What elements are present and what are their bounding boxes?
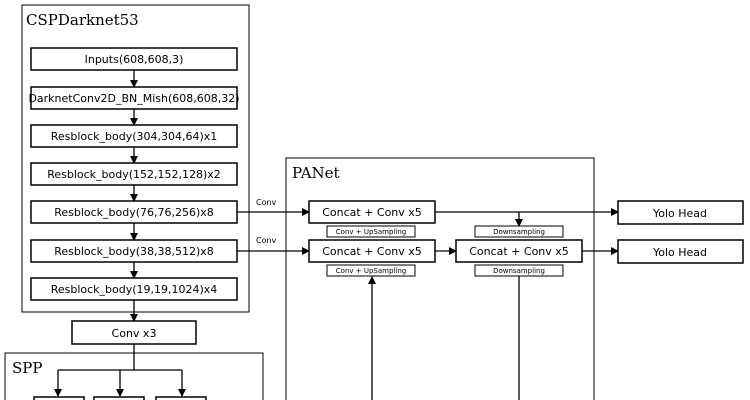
resblock-304-label: Resblock_body(304,304,64)x1 — [51, 130, 218, 143]
tag-upsample-top-label: Conv + UpSampling — [336, 228, 406, 236]
conv-link-label-top: Conv — [256, 198, 277, 207]
spp-pool-box-center — [93, 396, 145, 400]
conv-link-label-mid: Conv — [256, 236, 277, 245]
backbone-panel-title: CSPDarknet53 — [26, 11, 139, 29]
tag-upsample-top — [326, 225, 416, 238]
resblock-76-label: Resblock_body(76,76,256)x8 — [54, 206, 214, 219]
resblock-19-label: Resblock_body(19,19,1024)x4 — [51, 283, 218, 296]
yolo-head-mid — [617, 239, 744, 264]
panet-panel-title: PANet — [292, 164, 340, 182]
yolo-head-top — [617, 200, 744, 225]
resblock-152-label: Resblock_body(152,152,128)x2 — [47, 168, 221, 181]
panet-concat-right-label: Concat + Conv x5 — [469, 245, 569, 258]
spp-pool-box-left — [33, 396, 85, 400]
conv-x3-label: Conv x3 — [112, 327, 157, 340]
spp-panel-title: SPP — [12, 359, 42, 377]
panet-concat-mid-label: Concat + Conv x5 — [322, 245, 422, 258]
darknetconv-label: DarknetConv2D_BN_Mish(608,608,32) — [28, 92, 239, 105]
panet-panel — [285, 157, 595, 400]
tag-downsample-top-label: Downsampling — [493, 228, 545, 236]
yolo-head-mid-label: Yolo Head — [652, 246, 707, 259]
resblock-38-label: Resblock_body(38,38,512)x8 — [54, 245, 214, 258]
yolo-head-top-label: Yolo Head — [652, 207, 707, 220]
tag-downsample-bottom-label: Downsampling — [493, 267, 545, 275]
panet-concat-top-label: Concat + Conv x5 — [322, 206, 422, 219]
tag-upsample-bottom-label: Conv + UpSampling — [336, 267, 406, 275]
spp-pool-box-right — [155, 396, 207, 400]
backbone-panel — [21, 4, 250, 313]
inputs-label: Inputs(608,608,3) — [85, 53, 184, 66]
